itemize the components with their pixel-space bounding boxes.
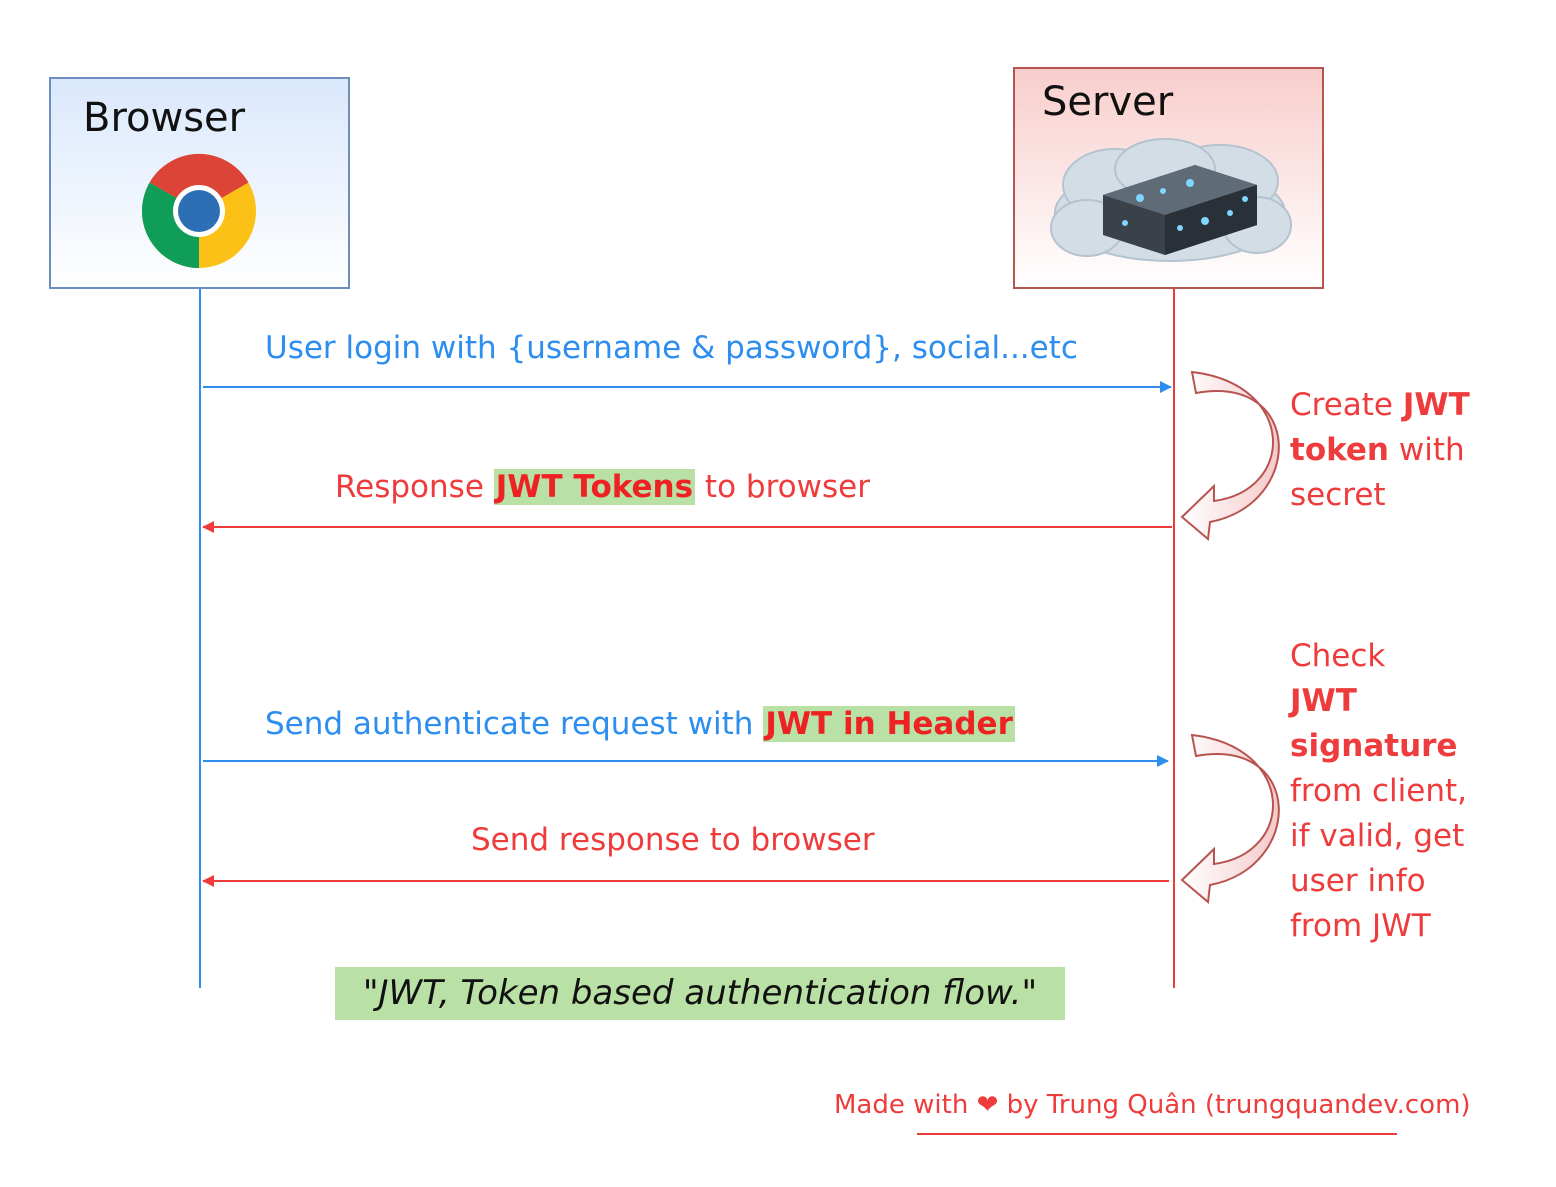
create-token-note: Create JWT token with secret — [1290, 387, 1470, 513]
final-response-label: Send response to browser — [471, 822, 875, 858]
heart-icon: ❤ — [976, 1090, 999, 1120]
server-title: Server — [1042, 79, 1174, 125]
check-signature-note: Check JWT signature from client, if vali… — [1290, 638, 1467, 944]
token-response-label: Response JWT Tokens to browser — [335, 469, 870, 505]
browser-participant: Browser — [49, 77, 350, 289]
credit-underline — [917, 1133, 1397, 1135]
cloud-server-icon — [1050, 138, 1292, 262]
login-request-label: User login with {username & password}, s… — [265, 330, 1078, 366]
jwt-tokens-highlight: JWT Tokens — [493, 469, 696, 505]
browser-title: Browser — [83, 95, 246, 141]
check-signature-curved-arrow — [1180, 733, 1280, 904]
auth-request-label: Send authenticate request with JWT in He… — [265, 706, 1015, 742]
credit-line: Made with ❤ by Trung Quân (trungquandev.… — [834, 1090, 1471, 1120]
jwt-in-header-highlight: JWT in Header — [763, 706, 1015, 742]
diagram-caption: "JWT, Token based authentication flow." — [335, 967, 1065, 1020]
create-token-curved-arrow — [1180, 370, 1280, 541]
chrome-browser-icon — [141, 153, 256, 268]
server-participant: Server — [1013, 67, 1324, 289]
